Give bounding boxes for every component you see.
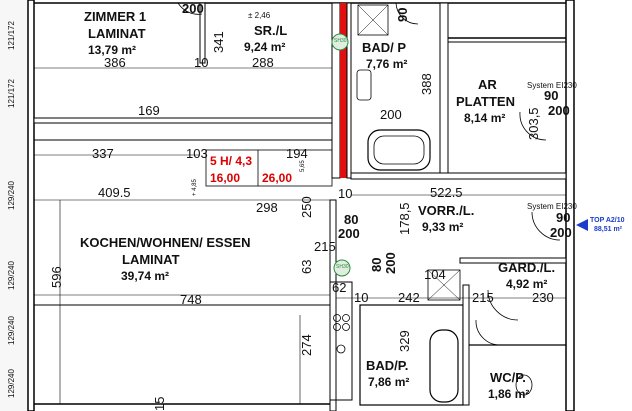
elevation-label-3: 5,65 — [300, 160, 306, 172]
badge-bottom-text: SH30 — [336, 264, 349, 270]
bathtub-top — [367, 129, 431, 171]
room-bad-top-area: 7,76 m² — [366, 57, 408, 71]
dim-104: 104 — [424, 267, 446, 282]
dim-10c: 10 — [354, 290, 369, 305]
dim-178: 178,5 — [397, 202, 412, 235]
door-vorr-width: 90 — [556, 210, 571, 225]
dim-522: 522.5 — [430, 185, 463, 200]
axis-label-5: 129/240 — [7, 316, 16, 345]
elevation-label: ± 2,46 — [248, 11, 271, 20]
door-vorr-height: 200 — [550, 225, 572, 240]
door-k2-width: 80 — [369, 257, 384, 272]
axis-label-6: 129/240 — [7, 369, 16, 398]
door-bad-width: 90 — [395, 7, 410, 22]
top-marker-area: 88,51 m² — [594, 226, 623, 233]
dim-215: 215 — [314, 239, 336, 254]
room-kochen-name: KOCHEN/WOHNEN/ ESSEN — [80, 235, 251, 250]
room-zimmer-floor: LAMINAT — [88, 26, 146, 41]
dim-298: 298 — [256, 200, 278, 215]
sink-top — [356, 69, 372, 101]
axis-label-1: 121/172 — [7, 21, 16, 50]
stairs-label-2: 16,00 — [210, 171, 241, 185]
room-zimmer-name: ZIMMER 1 — [84, 9, 147, 24]
room-ar-floor: PLATTEN — [456, 94, 515, 109]
stairs-label-1: 5 H/ 4,3 — [210, 154, 253, 168]
room-bad-bottom-area: 7,86 m² — [368, 375, 410, 389]
room-wc-name: WC/P. — [490, 370, 526, 385]
dim-341: 341 — [211, 31, 226, 53]
room-sr-area: 9,24 m² — [244, 40, 286, 54]
room-kochen-area: 39,74 m² — [121, 269, 170, 283]
room-gard-name: GARD./L. — [498, 260, 556, 275]
room-gard-area: 4,92 m² — [506, 277, 548, 291]
door-ar-height: 200 — [548, 103, 570, 118]
dim-215b: 215 — [472, 290, 494, 305]
room-sr-name: SR./L — [254, 23, 288, 38]
door-k2-height: 200 — [383, 252, 398, 274]
badge-top-text: SH30 — [334, 38, 347, 44]
red-wall — [340, 3, 347, 178]
room-ar-area: 8,14 m² — [464, 111, 506, 125]
dim-748: 748 — [180, 292, 202, 307]
door-ar-label: System EI230 — [527, 81, 577, 90]
sh-badge-bottom — [333, 259, 351, 277]
room-bad-top-name: BAD/ P — [362, 40, 407, 55]
dim-303: 303,5 — [526, 107, 541, 140]
door-k-height: 200 — [338, 226, 360, 241]
room-bad-bottom-name: BAD/P. — [366, 358, 409, 373]
dim-194: 194 — [286, 146, 308, 161]
door-vorr-label: System EI230 — [527, 202, 577, 211]
dim-386: 386 — [104, 55, 126, 70]
axis-label-4: 129/240 — [7, 261, 16, 290]
top-marker-arrow — [576, 219, 588, 231]
room-zimmer-area: 13,79 m² — [88, 43, 137, 57]
room-wc-area: 1,86 m² — [488, 387, 530, 401]
dim-10b: 10 — [338, 186, 353, 201]
dim-388: 388 — [419, 73, 434, 95]
left-axis-strip — [0, 0, 28, 411]
dim-288: 288 — [252, 55, 274, 70]
dim-250: 250 — [299, 196, 314, 218]
dim-15: 15 — [152, 396, 167, 411]
dim-409: 409.5 — [98, 185, 131, 200]
door-k-width: 80 — [344, 212, 359, 227]
door-ar-width: 90 — [544, 88, 559, 103]
axis-label-2: 121/172 — [7, 79, 16, 108]
dim-274: 274 — [299, 334, 314, 356]
dim-329: 329 — [397, 330, 412, 352]
room-vorr-area: 9,33 m² — [422, 220, 464, 234]
toilet — [515, 374, 533, 396]
dim-169: 169 — [138, 103, 160, 118]
dim-63: 63 — [299, 259, 314, 274]
room-vorr-name: VORR./L. — [418, 203, 475, 218]
axis-label-3: 129/240 — [7, 181, 16, 210]
bathtub-bottom — [429, 329, 459, 403]
top-marker-title: TOP A2/10 — [590, 217, 625, 224]
room-ar-name: AR — [478, 77, 497, 92]
dim-337: 337 — [92, 146, 114, 161]
dim-103: 103 — [186, 146, 208, 161]
dim-200a: 200 — [380, 107, 402, 122]
dim-596: 596 — [49, 266, 64, 288]
stairs-label-3: 26,00 — [262, 171, 293, 185]
outer-wall-left — [27, 0, 35, 411]
door-top-left-width: 200 — [182, 1, 204, 16]
dim-230: 230 — [532, 290, 554, 305]
dim-242: 242 — [398, 290, 420, 305]
dim-62: 62 — [332, 280, 347, 295]
sh-badge-top — [331, 33, 349, 51]
dim-10a: 10 — [194, 55, 209, 70]
room-kochen-floor: LAMINAT — [122, 252, 180, 267]
elevation-label-2: + 4,85 — [192, 179, 198, 196]
